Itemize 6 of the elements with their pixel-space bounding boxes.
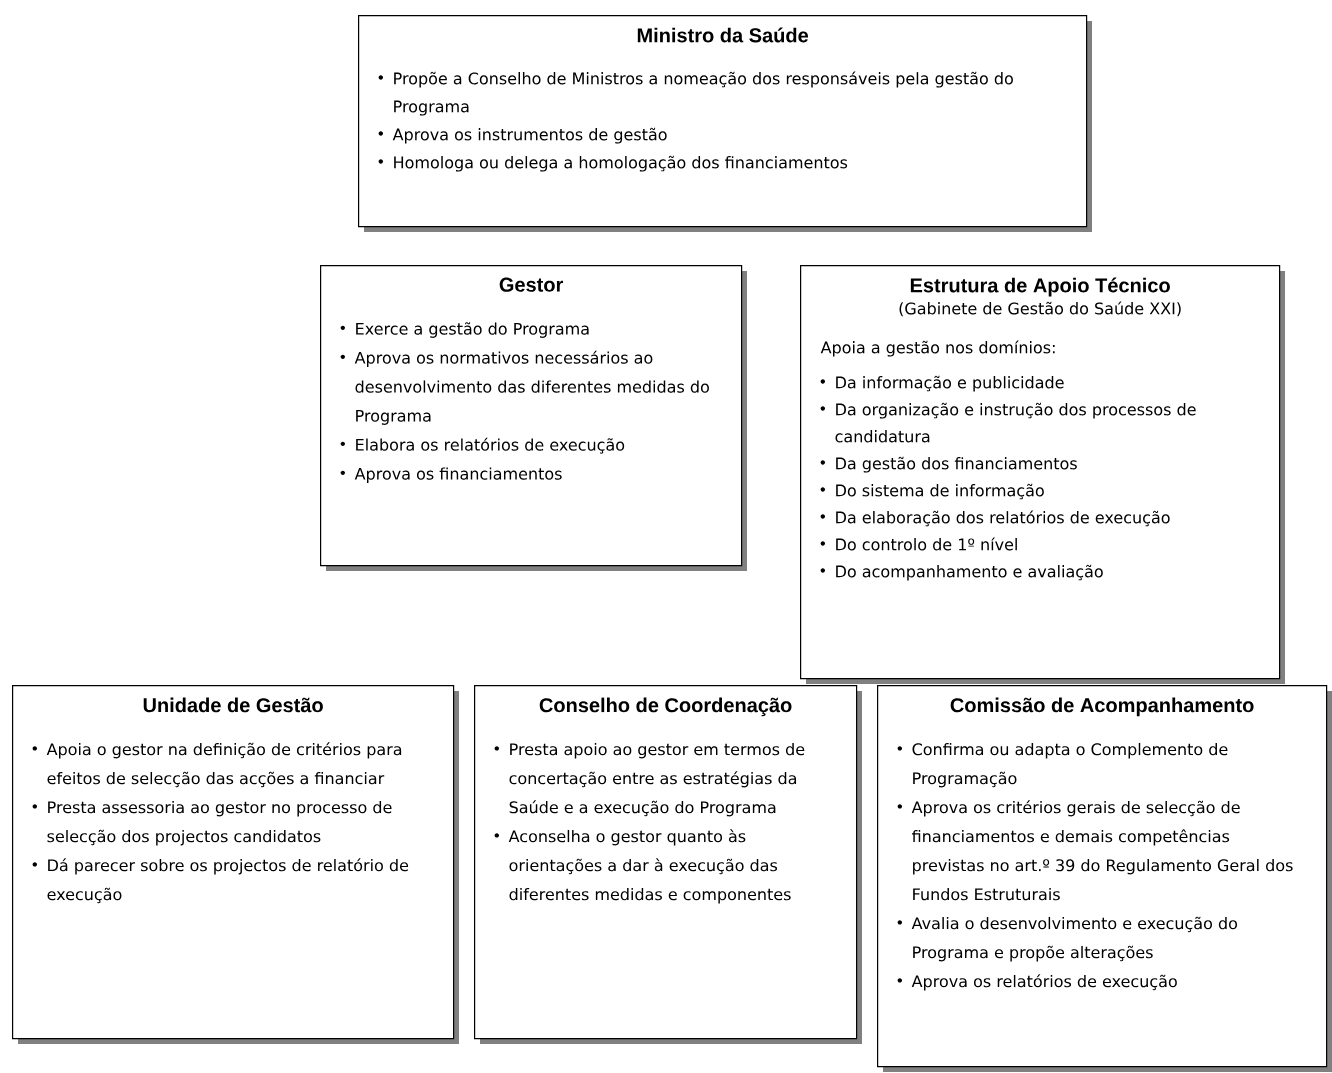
org-box: Comissão de Acompanhamento Confirma ou adapta o Complemento de Programação Aprova os critérios gerais de selecção de financiamentos e demais competências previstas no art.º 39 do Regulamento Geral dos Fundos Estruturais Avalia o desenvolvimento e execução do Programa e propõe alterações Aprova os relatórios de execução bbox=[877, 685, 1332, 1072]
org-box: Conselho de Coordenação Presta apoio ao gestor em termos de concertação entre as estratégias da Saúde e a execução do Programa Aconselha o gestor quanto às orientações a dar à execução das diferentes medidas e componentes bbox=[474, 685, 862, 1044]
org-box: Gestor Exerce a gestão do Programa Aprova os normativos necessários ao desenvolvimento das diferentes medidas do Programa Elabora os relatórios de execução Aprova os financiamentos bbox=[320, 265, 747, 571]
org-box: Estrutura de Apoio Técnico (Gabinete de Gestão do Saúde XXI) Apoia a gestão nos domínios: Da informação e publicidade Da organização e instrução dos processos de candidatura Da gestão dos financiamentos Do sistema de informação Da elaboração dos relatórios de execução Do controlo de 1º nível Do acompanhamento e avaliação bbox=[800, 265, 1285, 684]
org-box: Unidade de Gestão Apoia o gestor na definição de critérios para efeitos de selecção das acções a financiar Presta assessoria ao gestor no processo de selecção dos projectos candidatos Dá parecer sobre os projectos de relatório de execução bbox=[12, 685, 459, 1044]
org-box: Ministro da Saúde Propõe a Conselho de Ministros a nomeação dos responsáveis pela gestão do Programa Aprova os instrumentos de gestão Homologa ou delega a homologação dos financiamentos bbox=[358, 15, 1092, 232]
